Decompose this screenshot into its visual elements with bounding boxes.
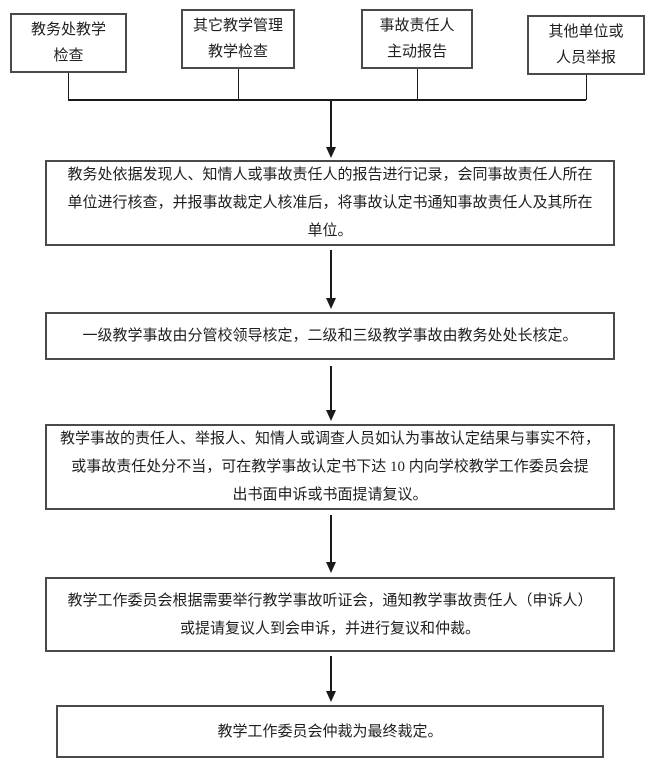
arrowhead-icon [325, 691, 336, 702]
step-text-line: 或事故责任处分不当，可在教学事故认定书下达 10 内向学校教学工作委员会提 [71, 459, 589, 475]
source-box-teaching-office-check: 教务处教学 检查 [10, 13, 127, 73]
connector-line-vertical [67, 73, 69, 100]
step-text-line: 教学事故的责任人、举报人、知情人或调查人员如认为事故认定结果与事实不符， [59, 431, 600, 447]
connector-line-vertical [237, 69, 239, 100]
arrowhead-icon [325, 298, 336, 309]
source-box-line: 其它教学管理 [192, 18, 283, 34]
step-text-line: 或提请复议人到会申诉，并进行复议和仲裁。 [179, 620, 480, 637]
source-box-line: 教学检查 [207, 44, 268, 60]
step-text-line: 教学工作委员会仲裁为最终裁定。 [217, 723, 443, 740]
arrow-shaft [330, 515, 332, 564]
source-box-line: 事故责任人 [379, 18, 455, 34]
step-box-appeal: 教学事故的责任人、举报人、知情人或调查人员如认为事故认定结果与事实不符， 或事故… [45, 424, 615, 510]
arrow-shaft [330, 250, 332, 300]
step-text-line: 教学工作委员会根据需要举行教学事故听证会，通知教学事故责任人（申诉人） [67, 592, 593, 609]
connector-line-vertical [416, 69, 418, 100]
connector-line-horizontal [68, 99, 586, 101]
arrowhead-icon [325, 410, 336, 421]
step-box-final-ruling: 教学工作委员会仲裁为最终裁定。 [56, 705, 604, 758]
step-text-line: 出书面申诉或书面提请复议。 [232, 487, 428, 503]
arrowhead-icon [325, 147, 336, 158]
arrow-shaft [330, 100, 332, 149]
source-box-other-unit-report: 其他单位或 人员举报 [527, 15, 645, 75]
arrowhead-icon [325, 562, 336, 573]
source-box-responsible-person-report: 事故责任人 主动报告 [361, 9, 473, 69]
source-box-other-management-check: 其它教学管理 教学检查 [181, 9, 295, 69]
source-box-line: 教务处教学 [30, 22, 106, 38]
step-box-hearing: 教学工作委员会根据需要举行教学事故听证会，通知教学事故责任人（申诉人） 或提请复… [45, 577, 615, 652]
step-text-line: 教务处依据发现人、知情人或事故责任人的报告进行记录，会同事故责任人所在 [67, 167, 593, 183]
step-box-level-determination: 一级教学事故由分管校领导核定，二级和三级教学事故由教务处处长核定。 [45, 312, 615, 360]
step-text-line: 单位进行核查，并报事故裁定人核准后，将事故认定书通知事故责任人及其所在 [67, 195, 593, 211]
arrow-shaft [330, 656, 332, 693]
source-box-line: 检查 [53, 48, 84, 64]
arrow-shaft [330, 366, 332, 412]
source-box-line: 主动报告 [386, 44, 447, 60]
step-text-line: 单位。 [307, 223, 353, 239]
step-text-line: 一级教学事故由分管校领导核定，二级和三级教学事故由教务处处长核定。 [82, 328, 578, 344]
source-box-line: 其他单位或 [548, 24, 624, 40]
source-box-line: 人员举报 [555, 50, 616, 66]
connector-line-vertical [585, 75, 587, 100]
step-box-record-and-verify: 教务处依据发现人、知情人或事故责任人的报告进行记录，会同事故责任人所在 单位进行… [45, 160, 615, 246]
